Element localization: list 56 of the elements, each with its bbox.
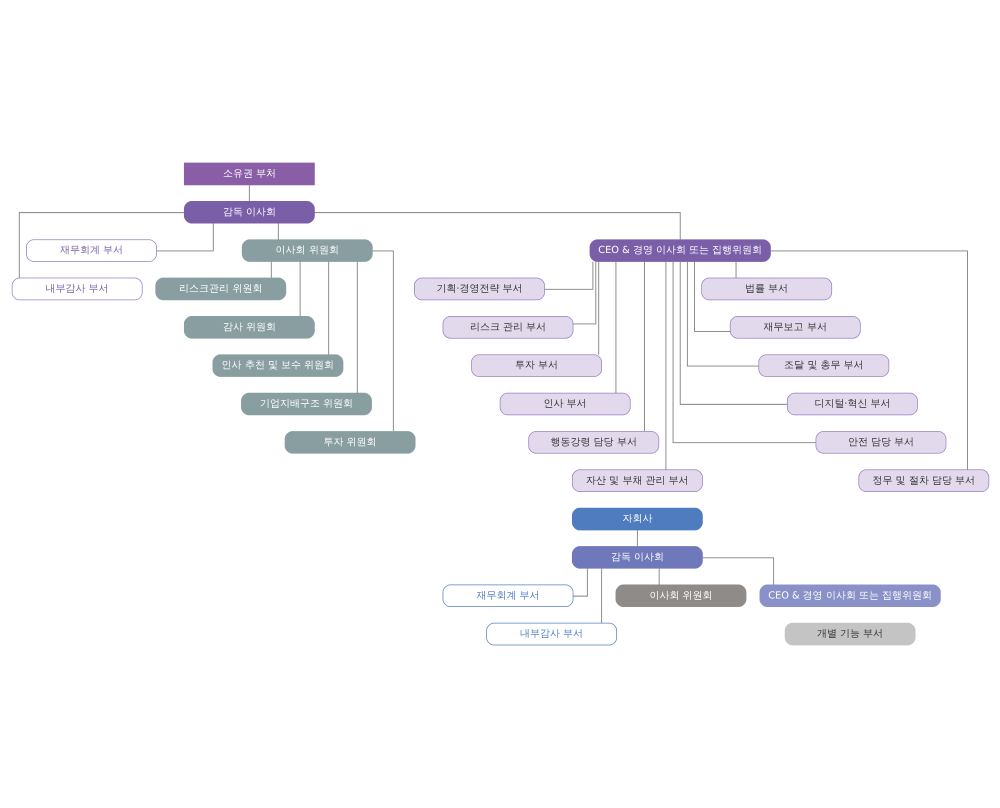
node-box: 안전 담당 부서	[815, 431, 946, 454]
connector	[270, 261, 272, 278]
connector	[735, 261, 736, 278]
node-box: 자회사	[571, 508, 702, 530]
connector	[277, 222, 278, 240]
node-box: 기획·경영전략 부서	[414, 278, 544, 300]
node-box: 재무회계 부서	[442, 584, 573, 608]
node-box: 조달 및 총무 부서	[758, 354, 889, 377]
connector	[686, 261, 759, 366]
connector	[18, 212, 184, 278]
connector	[372, 250, 394, 432]
node-box: 이사회 위원회	[615, 584, 746, 608]
node-box: CEO & 경영 이사회 또는 집행위원회	[589, 239, 770, 262]
connector	[694, 261, 730, 332]
node-box: 인사 추천 및 보수 위원회	[212, 354, 343, 377]
connector	[356, 261, 358, 394]
connector	[702, 557, 774, 586]
connector	[679, 261, 788, 405]
connector	[770, 250, 968, 470]
node-box: 법률 부서	[700, 278, 832, 300]
connector	[600, 568, 602, 624]
node-box: 기업지배구조 위원회	[240, 392, 372, 416]
node-box: 행동강령 담당 부서	[528, 431, 659, 454]
node-box: 개별 기능 부서	[784, 622, 916, 646]
connector	[299, 261, 300, 317]
connector	[248, 184, 250, 202]
connector	[572, 568, 588, 597]
node-box: CEO & 경영 이사회 또는 집행위원회	[759, 584, 940, 608]
node-box: 내부감사 부서	[486, 622, 617, 646]
connector	[156, 222, 214, 252]
connector	[658, 568, 660, 586]
node-box: 인사 부서	[499, 392, 630, 416]
connector	[672, 261, 816, 444]
node-box: 리스크관리 위원회	[154, 278, 286, 300]
node-box: 감사 위원회	[183, 316, 314, 339]
node-box: 투자 위원회	[284, 431, 416, 454]
node-box: 이사회 위원회	[241, 239, 372, 262]
connector	[314, 212, 680, 240]
node-box: 리스크 관리 부서	[442, 316, 573, 339]
node-box: 디지털·혁신 부서	[786, 392, 918, 416]
connector	[664, 261, 666, 470]
node-box: 재무회계 부서	[26, 239, 156, 262]
node-box: 감독 이사회	[571, 546, 702, 569]
connector	[544, 261, 593, 290]
connector	[636, 530, 638, 547]
node-box: 자산 및 부채 관리 부서	[571, 469, 702, 492]
node-box: 소유권 부처	[183, 162, 314, 186]
connector	[598, 261, 599, 355]
node-box: 감독 이사회	[183, 200, 314, 224]
node-box: 내부감사 부서	[11, 278, 142, 300]
node-box: 정무 및 절차 담당 부서	[858, 469, 989, 492]
connector	[614, 261, 616, 394]
node-box: 투자 부서	[470, 354, 602, 377]
connector	[572, 261, 596, 324]
connector	[328, 261, 329, 355]
node-box: 재무보고 부서	[729, 316, 860, 339]
